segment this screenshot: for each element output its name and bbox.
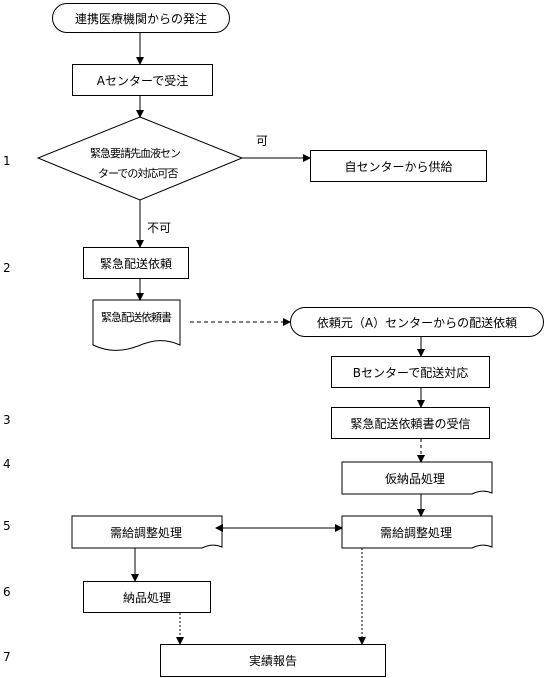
requester-terminal: 依頼元（A）センターからの配送依頼: [290, 307, 544, 337]
step-number: 4: [3, 457, 11, 471]
step-number: 2: [3, 261, 11, 275]
a-center-receive-box: Aセンターで受注: [72, 64, 213, 96]
adjust-right-label: 需給調整処理: [380, 526, 453, 540]
request-doc-label: 緊急配送依頼書: [101, 311, 172, 324]
step-number: 3: [3, 413, 11, 427]
provisional-doc-shape: [341, 461, 493, 495]
decision-label-line1: 緊急要請先血液セン: [90, 147, 181, 160]
delivery-box: 納品処理: [83, 581, 211, 613]
report-box: 実績報告: [160, 644, 386, 677]
decision-label-line2: ターでの対応可否: [98, 167, 178, 180]
provisional-label: 仮納品処理: [385, 472, 446, 486]
adjust-left-doc-shape: [71, 515, 223, 549]
step-number: 5: [3, 519, 11, 533]
self-supply-box: 自センターから供給: [310, 150, 487, 182]
step-number: 1: [3, 154, 11, 168]
doc-receive-box: 緊急配送依頼書の受信: [331, 407, 490, 439]
step-number: 7: [3, 650, 11, 664]
adjust-right-doc-shape: [341, 515, 493, 549]
b-center-response-box: Bセンターで配送対応: [331, 356, 490, 388]
request-doc-shape: [92, 299, 181, 351]
edge-label-yes: 可: [256, 134, 269, 148]
step-number: 6: [3, 585, 11, 599]
emergency-request-box: 緊急配送依頼: [83, 247, 189, 279]
start-terminal: 連携医療機関からの発注: [52, 3, 230, 33]
edge-label-no: 不可: [147, 221, 172, 235]
adjust-left-label: 需給調整処理: [110, 526, 183, 540]
